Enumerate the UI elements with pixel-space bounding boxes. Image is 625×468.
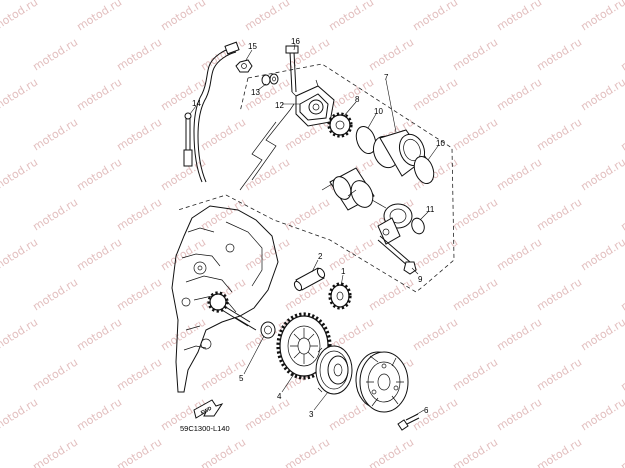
front-cover bbox=[377, 203, 413, 245]
callout-12: 12 bbox=[275, 101, 284, 110]
callout-10-lower: 10 bbox=[436, 139, 445, 148]
part-15-nut bbox=[235, 59, 253, 73]
starter-assembly-boundary bbox=[177, 63, 455, 293]
part-11-o-ring bbox=[411, 217, 425, 235]
callout-9: 9 bbox=[418, 275, 423, 284]
part-10-o-ring bbox=[355, 125, 377, 155]
part-1-idler-gear bbox=[328, 282, 352, 310]
starter-clutch bbox=[355, 351, 409, 413]
part-3-clutch-hub bbox=[315, 345, 353, 395]
part-13-washer bbox=[261, 73, 279, 86]
callout-10-upper: 10 bbox=[374, 107, 383, 116]
callout-3: 3 bbox=[309, 410, 314, 419]
callout-15: 15 bbox=[248, 42, 257, 51]
callout-11: 11 bbox=[426, 205, 435, 214]
part-8-pinion-gear bbox=[327, 112, 353, 138]
callout-13: 13 bbox=[251, 88, 260, 97]
callout-14: 14 bbox=[192, 99, 201, 108]
part-16-bolt bbox=[285, 45, 299, 93]
armature bbox=[321, 167, 387, 211]
terminal-connector bbox=[224, 41, 240, 55]
callout-5: 5 bbox=[239, 374, 244, 383]
callout-8: 8 bbox=[355, 95, 360, 104]
part-4-wheel-gear bbox=[276, 312, 332, 380]
starter-lead-wire bbox=[193, 47, 233, 183]
part-10-o-ring-rear bbox=[413, 155, 435, 185]
callout-6: 6 bbox=[424, 406, 429, 415]
crankcase bbox=[171, 205, 279, 393]
callout-1: 1 bbox=[341, 267, 346, 276]
part-14-cable bbox=[183, 112, 193, 167]
callout-2: 2 bbox=[318, 252, 323, 261]
part-12-end-cover bbox=[291, 79, 335, 127]
part-5-washer bbox=[260, 321, 276, 339]
part-6-bolt bbox=[397, 413, 420, 431]
fwd-label: FWD bbox=[200, 405, 213, 416]
callout-16: 16 bbox=[291, 37, 300, 46]
diagram-code: 59C1300-L140 bbox=[180, 424, 230, 433]
callout-7: 7 bbox=[384, 73, 389, 82]
leader-lines bbox=[189, 43, 439, 417]
part-2-idler-shaft bbox=[293, 267, 326, 292]
break-line bbox=[251, 103, 295, 181]
part-9-through-bolt bbox=[377, 235, 417, 275]
callout-4: 4 bbox=[277, 392, 282, 401]
fwd-arrow-icon: FWD bbox=[193, 399, 224, 419]
